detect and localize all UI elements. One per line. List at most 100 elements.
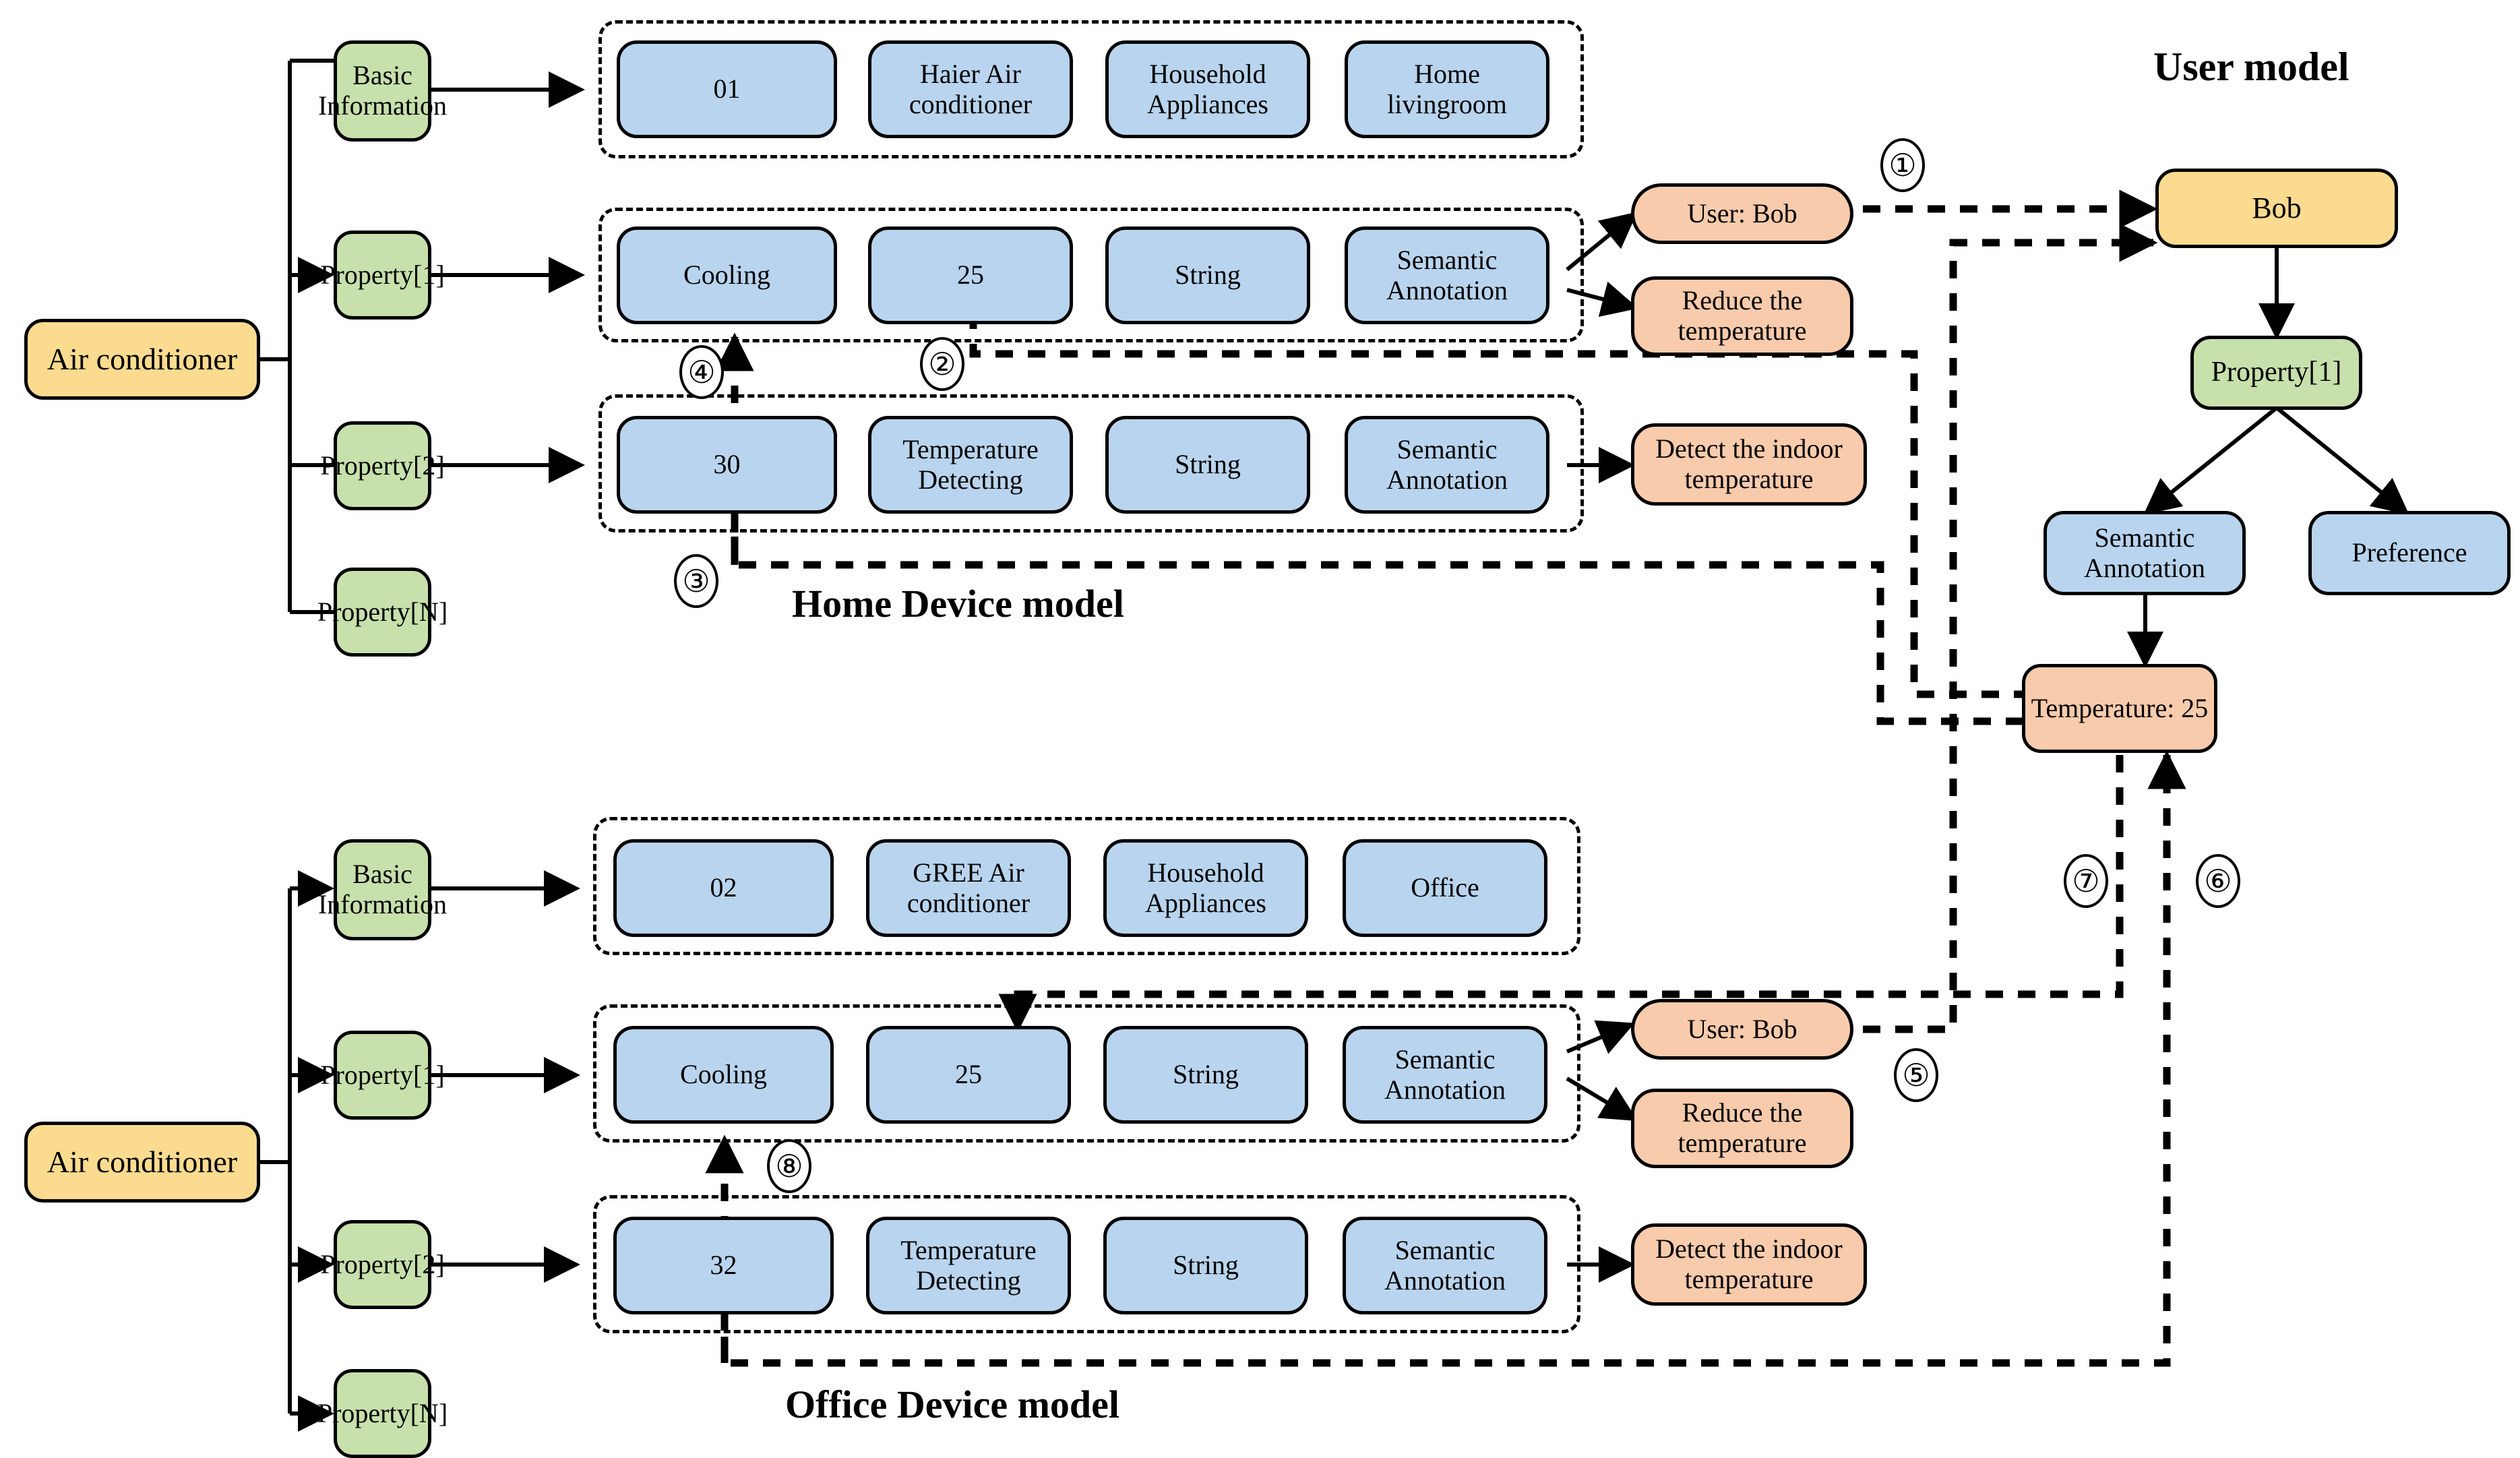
home-p2-cell-2[interactable]: String	[1105, 416, 1310, 514]
step-marker-8: ⑧	[767, 1139, 811, 1193]
office-branch-to-group-arrows	[429, 870, 580, 1283]
home-branch-basic-information[interactable]: Basic Information	[318, 40, 447, 142]
office-basic-info-label-1: GREE Air conditioner	[906, 857, 1031, 918]
home-branch-label-1: Property[1]	[320, 259, 445, 290]
office-annotation-detect-temp-label: Detect the indoor temperature	[1655, 1234, 1843, 1294]
step-marker-4: ④	[679, 345, 724, 399]
office-tree-connectors	[259, 870, 334, 1432]
office-branch-label-1: Property[1]	[320, 1059, 445, 1090]
office-p1-label-3: Semantic Annotation	[1384, 1043, 1506, 1105]
flow-7	[998, 755, 2124, 1033]
home-p2-cell-0[interactable]: 30	[617, 416, 837, 514]
step-marker-7: ⑦	[2064, 854, 2108, 908]
office-p2-label-3: Semantic Annotation	[1384, 1234, 1506, 1296]
office-branch-property-2[interactable]: Property[2]	[320, 1220, 445, 1309]
office-branch-label-0: Basic Information	[317, 859, 448, 919]
home-basic-info-cell-3[interactable]: Home livingroom	[1345, 40, 1549, 138]
home-p2-cell-1[interactable]: Temperature Detecting	[868, 416, 1073, 514]
office-p2-cell-2[interactable]: String	[1103, 1217, 1308, 1314]
office-annotation-reduce-temp[interactable]: Reduce the temperature	[1631, 1089, 1853, 1168]
home-p1-label-0: Cooling	[683, 260, 770, 291]
office-basic-info-label-2: Household Appliances	[1145, 857, 1266, 918]
home-p1-label-2: String	[1175, 260, 1241, 291]
user-model-temperature-node[interactable]: Temperature: 25	[2022, 664, 2217, 753]
home-branch-property-2[interactable]: Property[2]	[320, 421, 445, 510]
home-root-node[interactable]: Air conditioner	[24, 319, 260, 400]
home-p2-label-0: 30	[713, 449, 741, 480]
office-p1-cell-1[interactable]: 25	[866, 1026, 1071, 1124]
home-annotation-user-bob-label: User: Bob	[1687, 198, 1797, 229]
flow-2	[969, 311, 2091, 714]
home-branch-label-0: Basic Information	[317, 60, 448, 121]
home-annotation-detect-temp[interactable]: Detect the indoor temperature	[1631, 423, 1867, 506]
home-annotation-user-bob[interactable]: User: Bob	[1631, 183, 1853, 244]
office-basic-info-cell-2[interactable]: Household Appliances	[1103, 839, 1308, 937]
step-marker-1: ①	[1880, 138, 1925, 192]
office-annotation-detect-temp[interactable]: Detect the indoor temperature	[1631, 1223, 1867, 1306]
home-basic-info-label-2: Household Appliances	[1147, 58, 1268, 119]
home-branch-to-group-arrows	[429, 71, 585, 483]
home-p1-label-3: Semantic Annotation	[1386, 244, 1508, 305]
home-p2-label-3: Semantic Annotation	[1386, 433, 1508, 495]
home-p1-cell-3[interactable]: Semantic Annotation	[1345, 226, 1549, 324]
office-p1-label-2: String	[1173, 1059, 1239, 1090]
home-branch-property-1[interactable]: Property[1]	[320, 231, 445, 320]
home-tree-connectors	[259, 59, 336, 614]
user-model-semantic-annotation-label: Semantic Annotation	[2084, 522, 2205, 583]
flow-6	[720, 750, 2186, 1367]
home-p1-cell-1[interactable]: 25	[868, 226, 1073, 324]
office-p2-cell-1[interactable]: Temperature Detecting	[866, 1217, 1071, 1314]
office-branch-property-n[interactable]: Property[N]	[317, 1369, 448, 1458]
office-device-model-title: Office Device model	[785, 1383, 1120, 1426]
office-p1-cell-0[interactable]: Cooling	[613, 1026, 834, 1124]
user-model-semantic-annotation-node[interactable]: Semantic Annotation	[2043, 511, 2246, 595]
home-annotation-arrows	[1566, 212, 1638, 483]
office-basic-info-cell-1[interactable]: GREE Air conditioner	[866, 839, 1071, 937]
home-basic-info-label-1: Haier Air conditioner	[909, 58, 1033, 119]
office-root-node[interactable]: Air conditioner	[24, 1122, 260, 1203]
home-p2-label-2: String	[1175, 449, 1241, 480]
office-root-label: Air conditioner	[47, 1145, 238, 1180]
home-basic-info-cell-2[interactable]: Household Appliances	[1105, 40, 1310, 138]
office-p1-cell-2[interactable]: String	[1103, 1026, 1308, 1124]
home-branch-label-3: Property[N]	[317, 596, 448, 627]
office-p1-label-1: 25	[955, 1059, 982, 1090]
home-basic-info-label-0: 01	[713, 73, 741, 104]
user-model-temperature-label: Temperature: 25	[2031, 692, 2209, 723]
step-marker-2: ②	[920, 337, 964, 391]
office-basic-info-cell-0[interactable]: 02	[613, 839, 834, 937]
user-model-connectors	[2127, 248, 2409, 668]
home-property1-group	[598, 208, 1584, 342]
home-annotation-reduce-temp-label: Reduce the temperature	[1678, 285, 1807, 346]
step-marker-6: ⑥	[2196, 854, 2240, 908]
home-p2-cell-3[interactable]: Semantic Annotation	[1345, 416, 1549, 514]
office-basic-info-cell-3[interactable]: Office	[1343, 839, 1547, 937]
office-p2-label-2: String	[1173, 1250, 1239, 1281]
office-p1-cell-3[interactable]: Semantic Annotation	[1343, 1026, 1547, 1124]
office-basic-information-group	[593, 817, 1580, 955]
office-branch-basic-information[interactable]: Basic Information	[318, 839, 447, 940]
office-branch-property-1[interactable]: Property[1]	[320, 1031, 445, 1120]
office-annotation-user-bob[interactable]: User: Bob	[1631, 999, 1853, 1060]
home-root-label: Air conditioner	[47, 342, 238, 377]
user-model-property-node[interactable]: Property[1]	[2190, 336, 2362, 410]
home-annotation-reduce-temp[interactable]: Reduce the temperature	[1631, 276, 1853, 356]
office-p2-label-0: 32	[710, 1250, 737, 1281]
home-device-model-title: Home Device model	[792, 582, 1124, 626]
office-p2-cell-0[interactable]: 32	[613, 1217, 834, 1314]
office-p2-cell-3[interactable]: Semantic Annotation	[1343, 1217, 1547, 1314]
home-basic-info-cell-1[interactable]: Haier Air conditioner	[868, 40, 1073, 138]
home-p1-label-1: 25	[957, 260, 984, 291]
office-basic-info-label-0: 02	[710, 872, 737, 903]
home-p1-cell-2[interactable]: String	[1105, 226, 1310, 324]
office-branch-label-3: Property[N]	[317, 1397, 448, 1428]
home-basic-info-cell-0[interactable]: 01	[617, 40, 837, 138]
home-p1-cell-0[interactable]: Cooling	[617, 226, 837, 324]
user-model-bob-node[interactable]: Bob	[2155, 169, 2398, 248]
flow-5	[1766, 223, 2158, 1033]
home-branch-property-n[interactable]: Property[N]	[317, 568, 448, 657]
home-basic-information-group	[598, 20, 1584, 158]
user-model-preference-node[interactable]: Preference	[2308, 511, 2511, 595]
